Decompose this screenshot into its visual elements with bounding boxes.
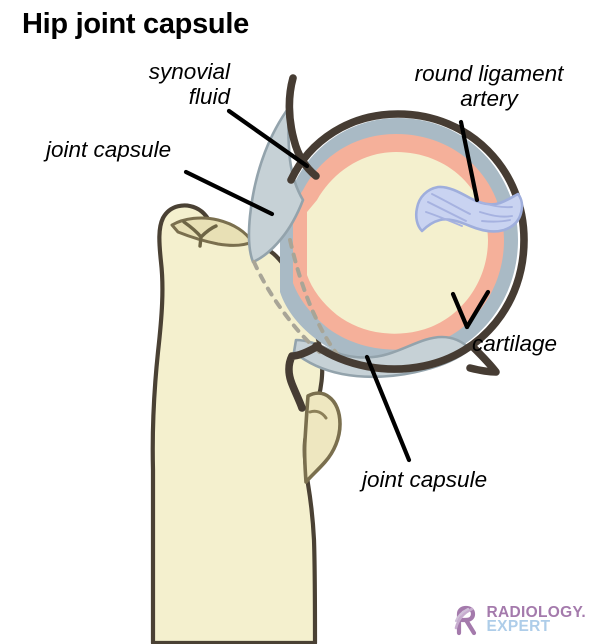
neck-outline-inferior bbox=[288, 238, 346, 364]
fossa-crease-icon bbox=[182, 220, 218, 248]
artery-striations bbox=[425, 193, 513, 227]
lesser-trochanter-crease bbox=[308, 409, 328, 420]
neck-outline-superior bbox=[252, 260, 324, 356]
leader-synovial-fluid bbox=[226, 108, 310, 169]
annotation-round-ligament-artery: round ligament artery bbox=[414, 61, 564, 111]
capsule-main-arc bbox=[287, 110, 528, 373]
watermark-text: RADIOLOGY. EXPERT bbox=[486, 603, 586, 635]
annotation-cartilage: cartilage bbox=[472, 331, 558, 356]
annotation-joint-capsule-lower: joint capsule bbox=[362, 467, 488, 492]
lesser-trochanter bbox=[302, 391, 342, 484]
leader-cartilage-a bbox=[450, 291, 470, 330]
synovial-fluid-region bbox=[247, 104, 305, 264]
leader-joint-capsule-upper bbox=[183, 169, 275, 217]
femoral-head-group bbox=[280, 118, 518, 366]
annotation-synovial-fluid: synovial fluid bbox=[148, 59, 230, 109]
watermark-line-2: EXPERT bbox=[486, 618, 551, 635]
leader-round-ligament-artery bbox=[458, 119, 480, 203]
joint-capsule-outline bbox=[285, 74, 528, 412]
femoral-neck-hidden-outline bbox=[252, 238, 346, 364]
leader-joint-capsule-lower bbox=[364, 354, 412, 463]
capsule-inferior-limb bbox=[285, 342, 322, 412]
femoral-head-bone bbox=[307, 152, 488, 334]
leader-cartilage-b bbox=[464, 289, 491, 330]
watermark-line-1: RADIOLOGY. bbox=[486, 603, 586, 621]
annotation-joint-capsule-upper: joint capsule bbox=[46, 137, 172, 162]
radiology-expert-watermark: RADIOLOGY. EXPERT bbox=[453, 604, 586, 636]
annotation-leader-lines bbox=[183, 108, 491, 463]
page-title: Hip joint capsule bbox=[22, 8, 249, 40]
round-ligament-artery-shape bbox=[414, 185, 524, 233]
capsule-superior-limb bbox=[285, 74, 320, 180]
r-swoosh-logo-icon bbox=[454, 605, 476, 636]
capsule-inferior-reflection bbox=[466, 344, 500, 376]
